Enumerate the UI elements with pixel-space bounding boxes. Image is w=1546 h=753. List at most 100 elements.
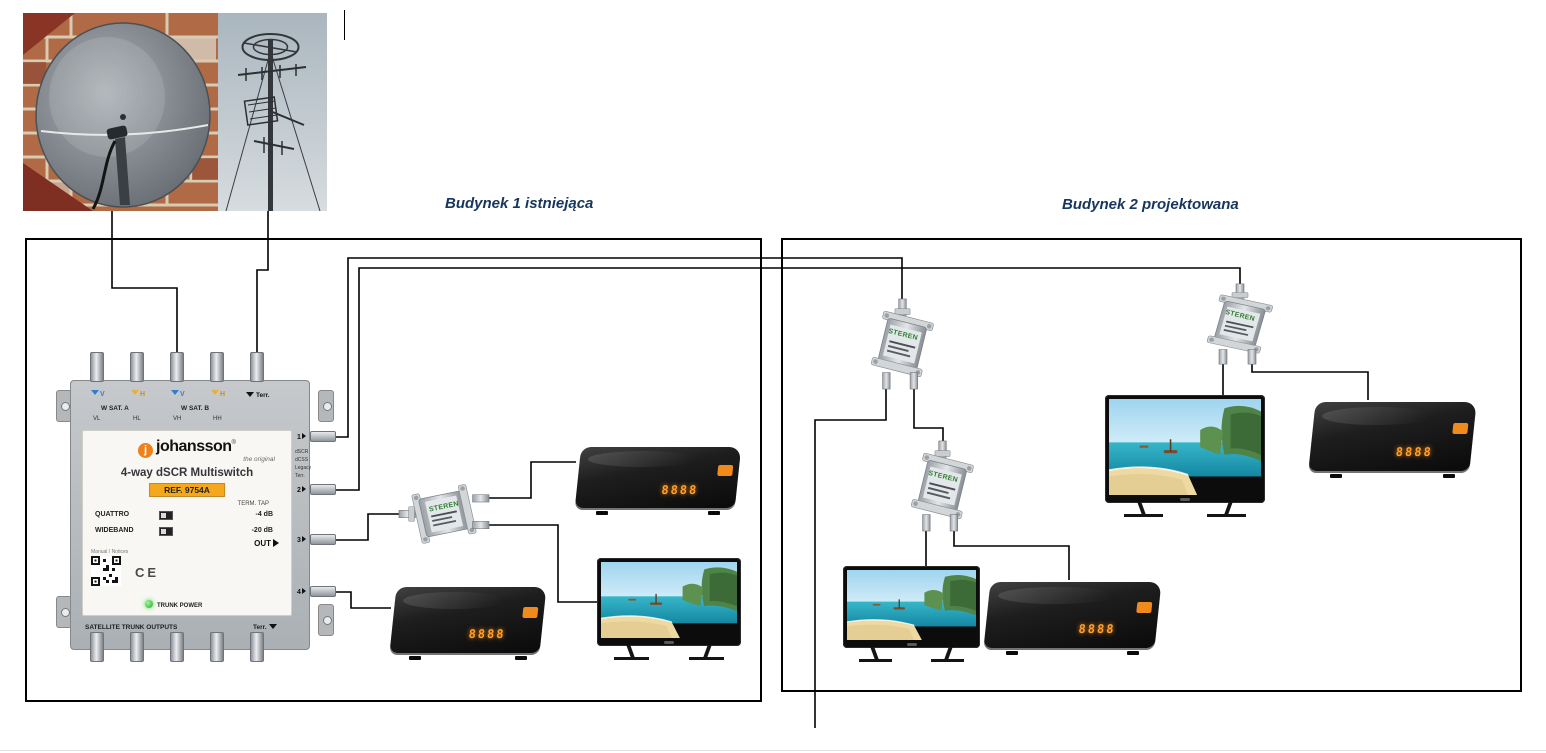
input-label-v: V xyxy=(171,390,185,398)
tv-bezel xyxy=(1105,395,1265,503)
sat-input-connector xyxy=(90,352,104,382)
johansson-logo-icon: j xyxy=(138,443,154,458)
port-number: 2 xyxy=(297,486,306,494)
registered-mark: ® xyxy=(231,440,236,446)
satellite-dish-photo xyxy=(23,13,218,211)
trunk-outputs-label: SATELLITE TRUNK OUTPUTS xyxy=(85,624,178,631)
stb-foot xyxy=(595,511,608,515)
qr-code xyxy=(91,556,121,586)
tv-foot xyxy=(689,657,724,660)
building2-title: Budynek 2 projektowana xyxy=(1062,196,1239,213)
tv-screen-beach-image xyxy=(847,570,976,640)
port-number: 4 xyxy=(297,588,306,596)
arrow-right-icon xyxy=(273,539,279,547)
tv-foot xyxy=(930,659,964,662)
stray-mark xyxy=(344,10,345,40)
switch-area: TERM. TAP QUATTRO -4 dB WIDEBAND -20 dB … xyxy=(93,501,283,548)
building2-splitter-1: STEREN xyxy=(855,298,950,390)
out-text: OUT xyxy=(254,539,271,548)
stb-body: 8888 xyxy=(574,447,742,508)
stb-body: 8888 xyxy=(1308,402,1477,471)
stb-foot xyxy=(1006,651,1018,655)
sat-input-connector xyxy=(170,352,184,382)
tv-screen-beach-image xyxy=(1109,399,1261,495)
input-sub-label: VL xyxy=(93,416,101,422)
terrestrial-antenna-photo xyxy=(218,13,327,211)
tv-bezel xyxy=(843,566,980,648)
terr-output-label: Terr. xyxy=(253,624,277,631)
sat-input-connector xyxy=(130,352,144,382)
mounting-ear xyxy=(56,390,72,422)
trunk-output-connector xyxy=(170,632,184,662)
mode-quattro-label: QUATTRO xyxy=(95,511,130,518)
ce-mark: CE xyxy=(135,565,160,580)
mounting-ear xyxy=(318,390,334,422)
stb-front-display: 8888 xyxy=(1077,622,1117,637)
page-bottom-rule xyxy=(0,750,1546,751)
model-ref: REF. 9754A xyxy=(149,483,225,497)
tv-foot xyxy=(1124,514,1163,517)
stb-front-display: 8888 xyxy=(1395,444,1434,459)
brand-tagline: the original xyxy=(243,456,275,463)
stb-foot xyxy=(708,511,721,515)
port-number: 1 xyxy=(297,433,306,441)
tv-foot xyxy=(1207,514,1246,517)
input-sub-label: HL xyxy=(133,416,141,422)
building2-tv-1 xyxy=(1105,395,1265,517)
stb-sheen xyxy=(401,591,506,609)
stb-sheen xyxy=(587,451,698,468)
sat-b-label: W SAT. B xyxy=(181,405,210,412)
input-sub-label: VH xyxy=(173,416,182,422)
manual-notices-label: Manual / Notices xyxy=(91,549,129,555)
stb-sheen xyxy=(1321,406,1433,425)
input-sub-label: HH xyxy=(213,416,222,422)
stb-sheen xyxy=(996,586,1115,604)
building2-tv-2 xyxy=(843,566,980,662)
building1-splitter: STEREN xyxy=(398,468,490,560)
subscriber-port-4 xyxy=(310,586,336,597)
building2-splitter-2: STEREN xyxy=(895,440,990,532)
tv-screen-beach-image xyxy=(601,562,737,638)
stb-foot xyxy=(1329,474,1342,478)
stb-foot xyxy=(409,656,422,660)
mode-switch xyxy=(159,511,173,520)
power-led xyxy=(145,600,153,608)
tap-switch xyxy=(159,527,173,536)
stb-front-display: 8888 xyxy=(467,627,507,642)
tv-foot xyxy=(614,657,649,660)
out-label: OUT xyxy=(254,539,279,548)
trunk-power-row: TRUNK POWER xyxy=(145,594,202,612)
sat-a-label: W SAT. A xyxy=(101,405,129,412)
output-modes-list: dSCR dCSS Legacy Terr. xyxy=(295,448,311,480)
stb-foot xyxy=(514,656,527,660)
building1-title: Budynek 1 istniejąca xyxy=(445,195,594,212)
terr-input-connector xyxy=(250,352,264,382)
brand-name: johansson xyxy=(156,438,232,455)
building1-tv xyxy=(597,558,741,660)
out-mode: Legacy xyxy=(295,465,312,471)
out-mode: Terr. xyxy=(295,473,305,479)
port-number: 3 xyxy=(297,536,306,544)
stb-brand-badge xyxy=(716,465,733,477)
terr-output-connector xyxy=(250,632,264,662)
model-name: 4-way dSCR Multiswitch xyxy=(120,467,254,479)
building2-stb-1: 8888 xyxy=(1308,400,1477,478)
tv-foot xyxy=(859,659,893,662)
input-label-v: V xyxy=(91,390,105,398)
stb-front-display: 8888 xyxy=(660,483,700,498)
multiswitch: V H V H Terr. W SAT. A W SAT. B VL HL VH… xyxy=(45,348,345,666)
term-tap-label: TERM. TAP xyxy=(237,501,269,507)
trunk-output-connector xyxy=(90,632,104,662)
stb-brand-badge xyxy=(522,606,539,618)
stb-body: 8888 xyxy=(983,582,1162,648)
stb-foot xyxy=(1127,651,1139,655)
subscriber-port-3 xyxy=(310,534,336,545)
terr-input-label: Terr. xyxy=(246,392,270,399)
trunk-output-connector xyxy=(130,632,144,662)
tv-bezel xyxy=(597,558,741,646)
building2-splitter-3: STEREN xyxy=(1190,283,1290,365)
stb-foot xyxy=(1443,474,1456,478)
stb-brand-badge xyxy=(1451,422,1469,434)
sat-input-connector xyxy=(210,352,224,382)
